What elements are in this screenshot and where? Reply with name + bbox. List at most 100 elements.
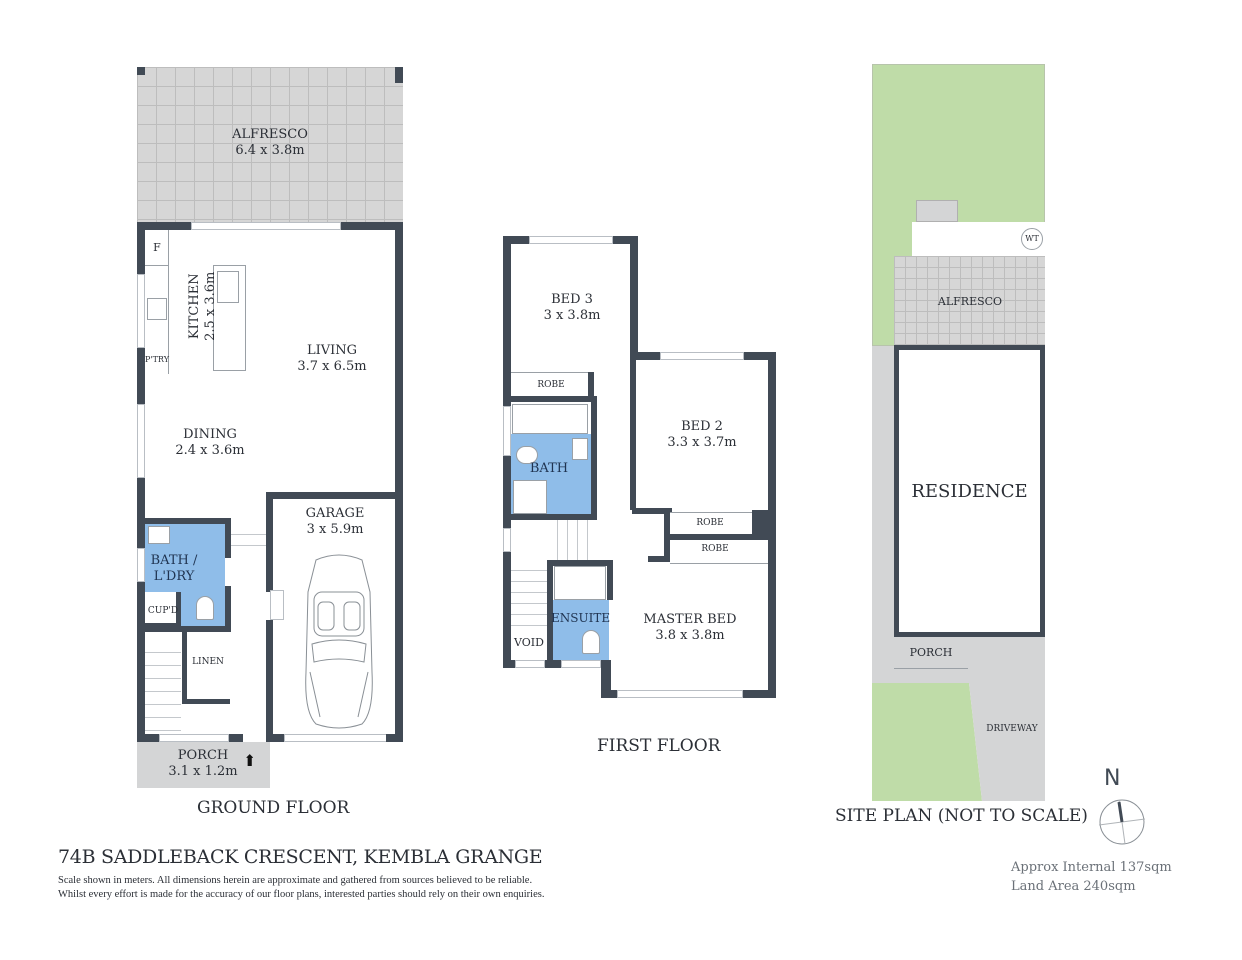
wall bbox=[591, 400, 597, 520]
wall bbox=[744, 352, 776, 360]
wall bbox=[547, 560, 613, 566]
alfresco-label: ALFRESCO 6.4 x 3.8m bbox=[200, 127, 340, 160]
window bbox=[159, 734, 229, 742]
alfresco-post bbox=[395, 67, 403, 83]
room-dims: 6.4 x 3.8m bbox=[235, 143, 305, 159]
wall bbox=[266, 492, 273, 592]
internal-door bbox=[270, 590, 284, 620]
fridge-label: F bbox=[153, 241, 161, 254]
residence bbox=[894, 345, 1045, 637]
disclaimer-line-2: Whilst every effort is made for the accu… bbox=[58, 889, 545, 900]
room-dims: 3.8 x 3.8m bbox=[655, 628, 725, 644]
shower bbox=[554, 566, 606, 600]
wall bbox=[547, 560, 553, 664]
wall bbox=[225, 518, 231, 558]
property-address: 74B SADDLEBACK CRESCENT, KEMBLA GRANGE bbox=[58, 846, 543, 868]
window bbox=[137, 404, 145, 478]
wall bbox=[503, 456, 511, 528]
room-dims: 3.3 x 3.7m bbox=[667, 435, 737, 451]
room-name: BATH / bbox=[150, 553, 198, 568]
robe bbox=[511, 372, 591, 398]
bed3-robe-label: ROBE bbox=[537, 380, 565, 390]
master-bed-label: MASTER BED 3.8 x 3.8m bbox=[630, 612, 750, 645]
wall bbox=[145, 626, 231, 632]
wall bbox=[503, 236, 511, 406]
ensuite-room bbox=[553, 600, 609, 660]
internal-area: Approx Internal 137sqm bbox=[1011, 860, 1172, 875]
garage-label: GARAGE 3 x 5.9m bbox=[285, 506, 385, 539]
site-plan-caption: SITE PLAN (NOT TO SCALE) bbox=[835, 806, 1088, 826]
wall bbox=[266, 620, 273, 742]
ensuite-label: ENSUITE bbox=[551, 611, 611, 625]
room-name: PORCH bbox=[177, 748, 229, 763]
living-label: LIVING 3.7 x 6.5m bbox=[282, 343, 382, 376]
bathtub bbox=[512, 404, 588, 434]
wall bbox=[511, 514, 597, 520]
porch-label: PORCH 3.1 x 1.2m bbox=[160, 748, 246, 781]
room-name: ALFRESCO bbox=[232, 127, 308, 142]
window bbox=[515, 660, 545, 668]
shower bbox=[513, 480, 547, 514]
window bbox=[503, 406, 511, 456]
wall bbox=[341, 222, 403, 230]
wall bbox=[137, 222, 145, 274]
driveway-label: DRIVEWAY bbox=[986, 724, 1038, 734]
laundry-tub bbox=[148, 526, 170, 544]
cupboard-label: CUP'D bbox=[147, 606, 179, 616]
wall bbox=[601, 660, 611, 698]
entry-arrow-icon: ⬆ bbox=[243, 751, 257, 770]
bath-label: BATH bbox=[529, 461, 569, 476]
porch-area bbox=[137, 742, 270, 788]
bed3-label: BED 3 3 x 3.8m bbox=[522, 292, 622, 325]
car-icon bbox=[305, 554, 373, 729]
stairs bbox=[511, 560, 547, 630]
wall bbox=[607, 560, 613, 600]
pantry-label: P'TRY bbox=[145, 355, 169, 364]
residence-label: RESIDENCE bbox=[911, 481, 1028, 502]
room-dims: 3 x 5.9m bbox=[306, 522, 364, 538]
alfresco-area bbox=[137, 67, 403, 225]
wall bbox=[266, 734, 284, 742]
alfresco-post bbox=[137, 67, 145, 75]
wall bbox=[664, 534, 770, 540]
window bbox=[529, 236, 613, 244]
disclaimer-line-1: Scale shown in meters. All dimensions he… bbox=[58, 875, 533, 886]
toilet bbox=[196, 596, 214, 620]
stairs bbox=[548, 520, 590, 560]
room-dims: 3.1 x 1.2m bbox=[168, 764, 238, 780]
site-alfresco bbox=[894, 256, 1045, 346]
robe bbox=[668, 512, 752, 534]
room-name: MASTER BED bbox=[643, 612, 737, 627]
compass-icon bbox=[1098, 799, 1146, 845]
vanity bbox=[572, 438, 588, 460]
toilet bbox=[582, 630, 600, 654]
wall bbox=[630, 360, 636, 510]
robe bbox=[670, 540, 768, 564]
room-name: LIVING bbox=[306, 343, 358, 358]
wall bbox=[137, 478, 145, 548]
wall bbox=[613, 236, 638, 244]
wall bbox=[743, 690, 776, 698]
wall bbox=[386, 734, 403, 742]
wall bbox=[768, 352, 776, 698]
wall bbox=[648, 556, 670, 562]
wall bbox=[137, 734, 159, 742]
toilet bbox=[516, 446, 538, 464]
fridge bbox=[145, 230, 169, 266]
room-name: BED 3 bbox=[551, 292, 593, 307]
site-porch-label: PORCH bbox=[909, 646, 953, 659]
site-porch bbox=[894, 640, 968, 669]
wall bbox=[137, 348, 145, 404]
stairs bbox=[231, 524, 266, 552]
wall bbox=[503, 552, 511, 668]
window bbox=[137, 274, 145, 348]
wall bbox=[601, 690, 617, 698]
land-area: Land Area 240sqm bbox=[1011, 879, 1136, 894]
wall bbox=[632, 508, 672, 514]
site-alfresco-label: ALFRESCO bbox=[937, 295, 1003, 308]
wall bbox=[266, 492, 403, 499]
first-floor-caption: FIRST FLOOR bbox=[597, 736, 721, 756]
wall bbox=[503, 236, 529, 244]
sink bbox=[217, 271, 239, 303]
linen-cupboard bbox=[182, 632, 230, 704]
